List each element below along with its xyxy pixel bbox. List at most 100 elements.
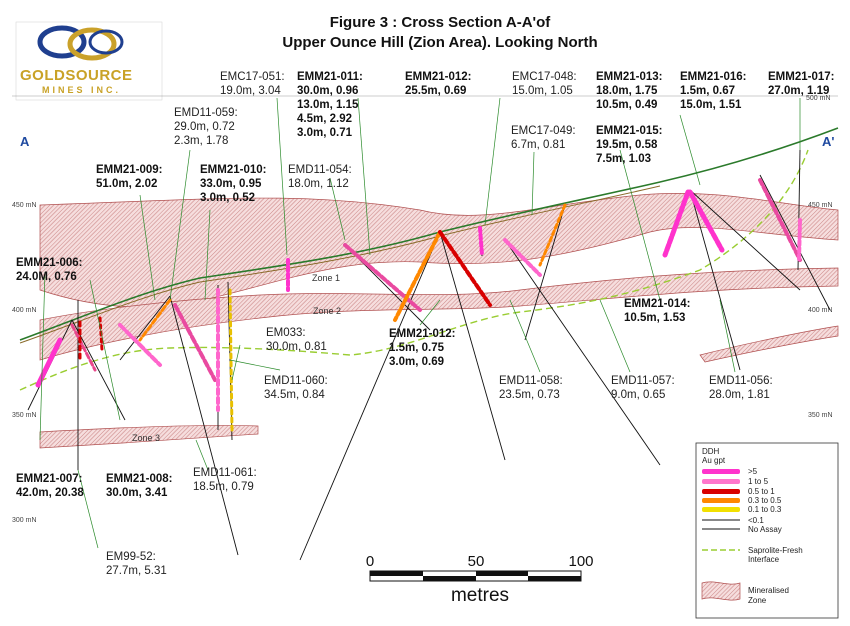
label-emm21-015-name: EMM21-015:: [596, 125, 662, 137]
assay-interval: [98, 316, 104, 352]
leader-line: [195, 439, 209, 471]
label-emd11-054-value: 18.0m, 1.12: [288, 178, 349, 190]
legend-unit: Au gpt: [702, 456, 726, 465]
label-em99-52-value: 27.7m, 5.31: [106, 565, 167, 577]
scale-tick-50: 50: [468, 553, 485, 570]
label-emm21-016-value-2: 15.0m, 1.51: [680, 99, 742, 111]
drill-hole-labels: EMC17-051: 19.0m, 3.04 EMM21-011: 30.0m,…: [16, 71, 834, 577]
assay-interval: [687, 189, 725, 253]
assay-interval: [138, 298, 172, 342]
elevation-labels: 450 mN 400 mN 350 mN 300 mN 450 mN 400 m…: [12, 95, 833, 524]
elev-label-450-right: 450 mN: [808, 202, 833, 209]
label-emm21-007-value: 42.0m, 20.38: [16, 487, 84, 499]
label-emm21-016-name: EMM21-016:: [680, 71, 746, 83]
assay-interval: [70, 323, 97, 372]
leader-line: [484, 97, 501, 226]
label-emd11-060-name: EMD11-060:: [264, 375, 328, 387]
assay-interval: [118, 323, 162, 367]
drillhole-trace-emm21-012-a: [299, 231, 441, 561]
leader-line: [719, 299, 736, 373]
assay-intervals: [35, 178, 802, 432]
label-emc17-048-value: 15.0m, 1.05: [512, 85, 573, 97]
label-emm21-006-value: 24.0M, 0.76: [16, 271, 77, 283]
label-emm21-009-value: 51.0m, 2.02: [96, 178, 157, 190]
label-emd11-059-value-1: 29.0m, 0.72: [174, 121, 235, 133]
lower-mineralised-zone: [39, 267, 839, 361]
assay-interval: [438, 230, 492, 307]
legend-item-label: Zone: [748, 596, 767, 605]
logo-wordmark: GOLDSOURCE: [20, 67, 133, 84]
label-emm21-011-value-1: 30.0m, 0.96: [297, 85, 358, 97]
label-emd11-057-name: EMD11-057:: [611, 375, 675, 387]
legend-title: DDH: [702, 447, 720, 456]
leader-line: [139, 194, 156, 301]
figure-title: Figure 3 : Cross Section A-A'of: [330, 14, 552, 31]
label-em99-52-name: EM99-52:: [106, 551, 156, 563]
scale-tick-100: 100: [568, 553, 593, 570]
legend-item-label: 0.5 to 1: [748, 487, 775, 496]
section-end-a: A: [20, 134, 30, 149]
saprolite-interface-line: [19, 149, 809, 391]
label-emd11-060-value: 34.5m, 0.84: [264, 389, 325, 401]
label-emc17-049-value: 6.7m, 0.81: [511, 139, 565, 151]
drillhole-trace-emd11-056: [689, 189, 741, 371]
label-emd11-059-value-2: 2.3m, 1.78: [174, 135, 228, 147]
logo-subtitle: MINES INC.: [42, 85, 121, 95]
assay-interval: [662, 189, 691, 258]
elev-label-350-right: 350 mN: [808, 412, 833, 419]
scale-unit-label: metres: [451, 585, 509, 606]
label-emm21-015-value-2: 7.5m, 1.03: [596, 153, 651, 165]
elev-label-300-left: 300 mN: [12, 517, 37, 524]
legend-items: >51 to 50.5 to 10.3 to 0.50.1 to 0.3<0.1…: [701, 467, 803, 605]
label-emm21-012b-value-1: 1.5m, 0.75: [389, 342, 445, 354]
label-emm21-010-value-2: 3.0m, 0.52: [200, 192, 255, 204]
label-emm21-006-name: EMM21-006:: [16, 257, 82, 269]
leader-line: [229, 359, 281, 371]
label-leader-lines: [39, 97, 801, 549]
drillhole-trace-emm21-013: [689, 189, 801, 291]
label-emd11-058-name: EMD11-058:: [499, 375, 563, 387]
legend-swatch: [702, 507, 740, 512]
elev-label-350-left: 350 mN: [12, 412, 37, 419]
label-emd11-057-value: 9.0m, 0.65: [611, 389, 665, 401]
assay-interval: [797, 218, 802, 262]
label-emc17-051-name: EMC17-051:: [220, 71, 285, 83]
label-emd11-056-value: 28.0m, 1.81: [709, 389, 770, 401]
assay-interval: [393, 230, 442, 322]
legend-swatch: [702, 498, 740, 503]
label-em033-name: EM033:: [266, 327, 306, 339]
label-emm21-010-value-1: 33.0m, 0.95: [200, 178, 262, 190]
label-emm21-016-value-1: 1.5m, 0.67: [680, 85, 735, 97]
label-emd11-061-value: 18.5m, 0.79: [193, 481, 254, 493]
legend-swatch: [701, 581, 741, 601]
drillhole-trace-emd11-057: [504, 239, 661, 466]
assay-interval: [228, 288, 234, 432]
label-emc17-049-name: EMC17-049:: [511, 125, 576, 137]
drillhole-trace-emm21-009: [119, 295, 171, 361]
assay-interval: [758, 178, 802, 262]
assay-interval: [503, 238, 542, 277]
label-emm21-009-name: EMM21-009:: [96, 164, 162, 176]
label-emm21-011-value-2: 13.0m, 1.15: [297, 99, 359, 111]
drillhole-trace-emm21-016: [759, 174, 831, 311]
label-emm21-017-value: 27.0m, 1.19: [768, 85, 829, 97]
scale-bar: 0 50 100 metres: [366, 553, 594, 606]
drillhole-trace-emd11-058: [524, 204, 566, 341]
leader-line: [599, 299, 631, 373]
leader-line: [679, 114, 701, 186]
assay-interval: [478, 226, 484, 257]
mineralised-zones: [39, 193, 839, 449]
leader-line: [204, 209, 211, 301]
label-emm21-012b-value-2: 3.0m, 0.69: [389, 356, 444, 368]
scale-tick-0: 0: [366, 553, 374, 570]
label-emm21-014-name: EMM21-014:: [624, 298, 690, 310]
leader-line: [169, 149, 191, 301]
legend-item-label: 0.3 to 0.5: [748, 496, 782, 505]
label-emm21-012-value: 25.5m, 0.69: [405, 85, 466, 97]
legend-item-label: 0.1 to 0.3: [748, 505, 782, 514]
label-emm21-015-value-1: 19.5m, 0.58: [596, 139, 658, 151]
label-emc17-048-name: EMC17-048:: [512, 71, 577, 83]
east-zone-lens: [699, 325, 839, 363]
label-emm21-007-name: EMM21-007:: [16, 473, 82, 485]
